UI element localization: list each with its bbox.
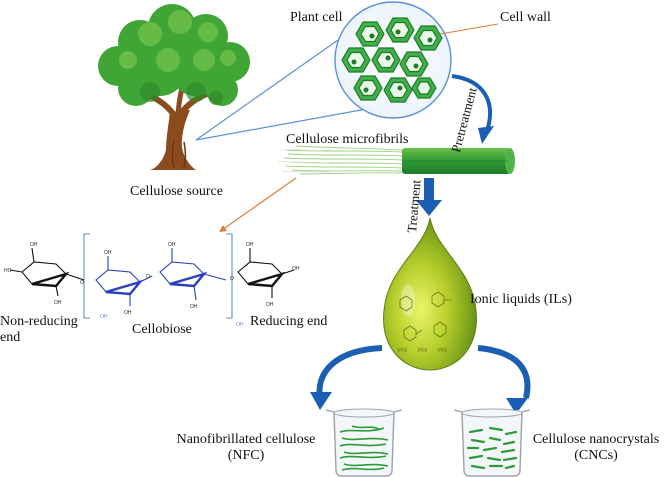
beaker-nfc — [325, 408, 403, 477]
svg-text:OH: OH — [246, 242, 254, 248]
cellobiose-pointer — [219, 177, 297, 233]
beaker-cncs — [453, 408, 531, 477]
arrow-to-cncs — [477, 345, 531, 399]
svg-text:OH: OH — [266, 302, 274, 308]
pretreatment-arrow — [451, 74, 492, 135]
svg-text:OH: OH — [168, 242, 176, 248]
treatment-arrow-shaft — [424, 178, 434, 202]
plant-cell-magnified — [334, 1, 452, 119]
svg-text:OH: OH — [124, 310, 132, 316]
microfibril-bundle — [277, 145, 515, 175]
label-cellulose-source: Cellulose source — [130, 184, 223, 199]
label-reducing-end: Reducing end — [250, 314, 328, 329]
svg-text:PF6: PF6 — [398, 348, 407, 354]
label-cncs: Cellulose nanocrystals (CNCs) — [532, 432, 660, 463]
label-nfc: Nanofibrillated cellulose (NFC) — [176, 432, 316, 463]
label-cellulose-microfibrils: Cellulose microfibrils — [286, 132, 409, 147]
svg-text:OH: OH — [190, 304, 198, 310]
label-ionic-liquids: Ionic liquids (ILs) — [470, 292, 572, 307]
tree-illustration — [98, 4, 250, 170]
arrow-to-nfc-head — [310, 392, 332, 410]
pretreatment-arrowhead — [478, 126, 494, 144]
arrow-to-cncs-head — [506, 398, 528, 414]
label-cell-wall: Cell wall — [500, 10, 551, 25]
svg-text:O: O — [230, 276, 234, 282]
ionic-liquid-droplet: PF6 PF6 PF6 — [383, 217, 477, 371]
svg-text:OH: OH — [292, 266, 300, 272]
svg-text:OH: OH — [236, 322, 244, 328]
cell-wall-pointer — [439, 23, 499, 35]
label-non-reducing-end: Non-reducing end — [0, 314, 78, 345]
svg-text:PF6: PF6 — [438, 348, 447, 354]
svg-text:PF6: PF6 — [418, 348, 427, 354]
magnifier-lines — [195, 39, 373, 141]
label-cellobiose: Cellobiose — [132, 322, 192, 337]
treatment-arrowhead — [416, 200, 442, 216]
svg-text:OH: OH — [54, 300, 62, 306]
svg-text:O: O — [80, 280, 84, 286]
svg-text:O: O — [146, 274, 150, 280]
svg-text:OH: OH — [104, 250, 112, 256]
arrow-to-nfc — [316, 345, 383, 399]
svg-text:OH: OH — [100, 314, 108, 320]
cellulose-chemical-structure: OH HO OH OH OH O OH OH O OH OH OH O OH OH — [4, 233, 300, 328]
svg-text:OH: OH — [30, 242, 38, 248]
label-plant-cell: Plant cell — [290, 10, 343, 25]
svg-text:HO: HO — [4, 268, 12, 274]
